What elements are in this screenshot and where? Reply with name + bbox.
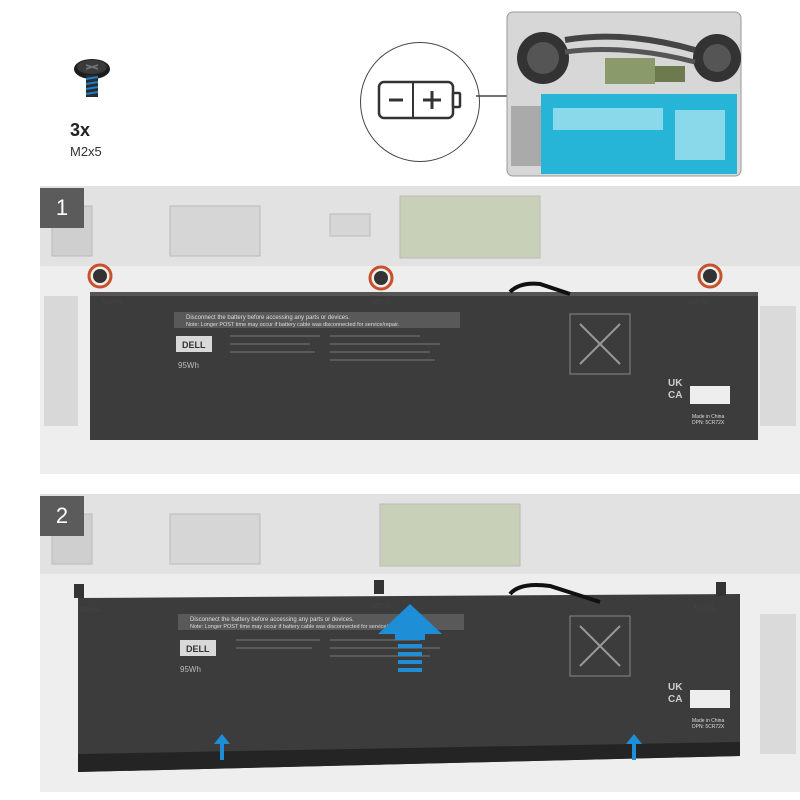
step-2-panel: Disconnect the battery before accessing … (40, 494, 800, 792)
screw-size-label: M2x5 (70, 144, 102, 159)
battery-callout (360, 42, 480, 162)
screw-label-2: M2×5L (372, 299, 394, 306)
battery-warning-2: Note: Longer POST time may occur if batt… (190, 624, 404, 630)
screw-label-3: M2×5L (694, 605, 716, 612)
battery-capacity: 95Wh (178, 361, 199, 370)
screw-label-2: M2×5L (372, 603, 394, 610)
step-1-badge: 1 (40, 188, 84, 228)
ukca-mark-bottom: CA (668, 694, 682, 705)
screw-label-1: M2×5L (102, 299, 124, 306)
battery-capacity: 95Wh (180, 665, 201, 674)
screw-illustration (60, 45, 140, 125)
screw-label-3: M2×5L (688, 299, 710, 306)
ukca-mark-bottom: CA (668, 390, 682, 401)
ukca-mark-top: UK (668, 682, 683, 693)
laptop-overview (505, 10, 743, 178)
ukca-mark-top: UK (668, 378, 683, 389)
screw-count: 3x (70, 120, 90, 141)
step-1-panel: Disconnect the battery before accessing … (40, 186, 800, 474)
dpn-label: DPN: 5CR72X (692, 420, 725, 426)
screw-icon (60, 45, 140, 125)
battery-warning-1: Disconnect the battery before accessing … (190, 617, 354, 623)
dell-logo: DELL (182, 340, 206, 350)
dpn-label: DPN: 5CR72X (692, 724, 725, 730)
dell-logo: DELL (186, 644, 210, 654)
screw-label-1: M2×5L (80, 607, 102, 614)
battery-warning-1: Disconnect the battery before accessing … (186, 315, 350, 321)
battery-warning-2: Note: Longer POST time may occur if batt… (186, 322, 400, 328)
step-2-badge: 2 (40, 496, 84, 536)
battery-icon (361, 43, 479, 161)
